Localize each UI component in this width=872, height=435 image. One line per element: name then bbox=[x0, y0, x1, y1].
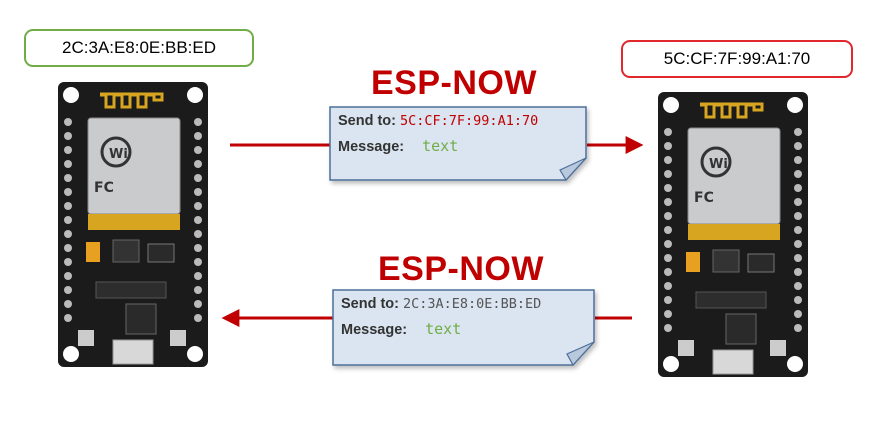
top-note-text: Send to: 5C:CF:7F:99:A1:70 Message: text bbox=[330, 107, 586, 180]
bottom-note-text: Send to: 2C:3A:E8:0E:BB:ED Message: text bbox=[333, 290, 594, 365]
left-board-icon bbox=[56, 80, 210, 369]
bottom-message-value: text bbox=[425, 320, 462, 338]
bottom-send-label: Send to: bbox=[341, 296, 399, 312]
top-message-label: Message: bbox=[338, 139, 405, 155]
top-send-value: 5C:CF:7F:99:A1:70 bbox=[400, 113, 539, 129]
top-message-value: text bbox=[422, 137, 459, 155]
bottom-send-value: 2C:3A:E8:0E:BB:ED bbox=[403, 296, 542, 312]
top-protocol-title: ESP-NOW bbox=[371, 64, 537, 102]
top-message-note bbox=[329, 106, 587, 182]
left-mac-label: 2C:3A:E8:0E:BB:ED bbox=[24, 29, 254, 67]
bottom-message-label: Message: bbox=[341, 322, 408, 338]
bottom-protocol-title: ESP-NOW bbox=[378, 250, 544, 288]
right-board-icon bbox=[656, 90, 810, 379]
bottom-message-note bbox=[332, 289, 595, 367]
top-send-label: Send to: bbox=[338, 113, 396, 129]
right-mac-label: 5C:CF:7F:99:A1:70 bbox=[621, 40, 853, 78]
